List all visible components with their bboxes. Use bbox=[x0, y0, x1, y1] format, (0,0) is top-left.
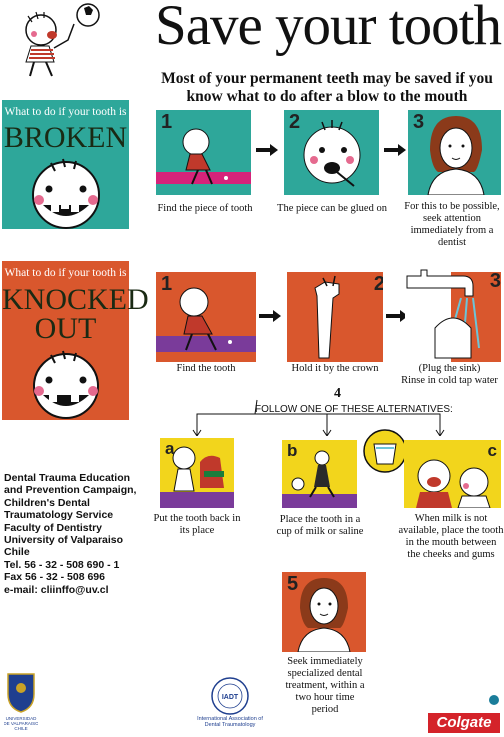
contact-line: Tel. 56 - 32 - 508 690 - 1 bbox=[4, 558, 120, 571]
knocked-step-2-number: 2 bbox=[373, 273, 383, 295]
knocked-step-3-panel: 3 bbox=[405, 268, 501, 362]
step-5-panel: 5 bbox=[282, 572, 366, 652]
iadt-seal-logo: IADT bbox=[211, 677, 249, 715]
iadt-name: International Association of Dental Trau… bbox=[197, 716, 263, 728]
knocked-tooth-face bbox=[33, 350, 99, 419]
knocked-heading-line2: OUT bbox=[34, 312, 97, 345]
broken-step-1-number: 1 bbox=[161, 111, 173, 133]
alternative-c-panel: c bbox=[404, 440, 501, 508]
knocked-step-1-panel: 1 bbox=[156, 272, 256, 362]
svg-text:DE VALPARAISO: DE VALPARAISO bbox=[4, 721, 38, 726]
knocked-prefix: What to do if your tooth is bbox=[4, 267, 127, 279]
alternative-c-caption: When milk is not available, place the to… bbox=[398, 513, 504, 560]
knocked-step-1-caption: Find the tooth bbox=[176, 363, 236, 374]
broken-heading: BROKEN bbox=[3, 121, 128, 154]
broken-prefix: What to do if your tooth is bbox=[4, 106, 127, 118]
arrow-right-icon bbox=[256, 144, 278, 156]
poster-title: Save your tooth bbox=[155, 0, 502, 57]
svg-text:UNIVERSIDAD: UNIVERSIDAD bbox=[6, 716, 38, 721]
contact-info: Dental Trauma Education and Prevention C… bbox=[4, 472, 154, 596]
contact-line: Children's Dental bbox=[4, 496, 90, 509]
contact-line: and Prevention Campaign, bbox=[4, 484, 137, 497]
knocked-step-2-caption: Hold it by the crown bbox=[291, 363, 379, 374]
contact-line: University of Valparaiso bbox=[4, 534, 124, 547]
colgate-logo: Colgate bbox=[428, 713, 500, 733]
contact-line: Fax 56 - 32 - 508 696 bbox=[4, 571, 105, 584]
contact-line: Faculty of Dentistry bbox=[4, 521, 103, 534]
knocked-step-1-number: 1 bbox=[161, 273, 173, 295]
arrow-right-icon bbox=[386, 310, 408, 322]
step-4-label: FOLLOW ONE OF THESE ALTERNATIVES: bbox=[255, 404, 453, 415]
knocked-step-2-panel: 2 bbox=[287, 272, 383, 362]
alternative-b-panel: b bbox=[282, 440, 357, 508]
poster-subtitle: Most of your permanent teeth may be save… bbox=[161, 70, 493, 105]
broken-step-2-number: 2 bbox=[289, 111, 301, 133]
alternative-b-letter: b bbox=[287, 441, 298, 460]
alternative-a-caption: Put the tooth back in its place bbox=[153, 513, 241, 536]
broken-step-2-caption: The piece can be glued on bbox=[277, 203, 387, 214]
svg-text:CHILE: CHILE bbox=[14, 726, 27, 731]
contact-email: e-mail: cliinffo@uv.cl bbox=[4, 583, 109, 596]
alternative-a-panel: a bbox=[160, 438, 234, 508]
broken-step-3-panel: 3 bbox=[408, 110, 501, 195]
step-5-caption: Seek immediately specialized dental trea… bbox=[285, 656, 365, 715]
cup-of-milk-callout-icon bbox=[363, 429, 407, 473]
soccer-kid-illustration bbox=[25, 3, 100, 77]
broken-tooth-face bbox=[32, 158, 100, 229]
globe-icon bbox=[489, 695, 499, 705]
step-4-number: 4 bbox=[334, 386, 341, 401]
step-5-number: 5 bbox=[287, 573, 299, 595]
alternative-c-letter: c bbox=[487, 441, 497, 460]
broken-step-1-caption: Find the piece of tooth bbox=[157, 203, 253, 214]
broken-step-3-number: 3 bbox=[413, 111, 425, 133]
arrow-right-icon bbox=[259, 310, 281, 322]
knocked-heading-line1: KNOCKED bbox=[2, 283, 149, 316]
broken-step-3-caption: For this to be possible, seek attention … bbox=[404, 201, 500, 248]
alternatives-connector-lines bbox=[192, 399, 445, 436]
knocked-step-3-caption: (Plug the sink) Rinse in cold tap water bbox=[401, 363, 498, 386]
broken-step-1-panel: 1 bbox=[156, 110, 251, 195]
broken-step-2-panel: 2 bbox=[284, 110, 379, 195]
knocked-step-3-number: 3 bbox=[489, 270, 501, 292]
contact-line: Chile bbox=[4, 546, 30, 559]
iadt-acronym: IADT bbox=[222, 694, 239, 701]
contact-line: Traumatology Service bbox=[4, 509, 114, 522]
university-logo: UNIVERSIDAD DE VALPARAISO CHILE bbox=[4, 673, 38, 731]
arrow-right-icon bbox=[384, 144, 406, 156]
alternative-b-caption: Place the tooth in a cup of milk or sali… bbox=[276, 514, 364, 537]
alternative-a-letter: a bbox=[165, 439, 175, 458]
broken-section-header: What to do if your tooth is BROKEN bbox=[2, 100, 129, 229]
knocked-section-header: What to do if your tooth is KNOCKED OUT bbox=[2, 261, 149, 420]
contact-line: Dental Trauma Education bbox=[4, 472, 131, 484]
